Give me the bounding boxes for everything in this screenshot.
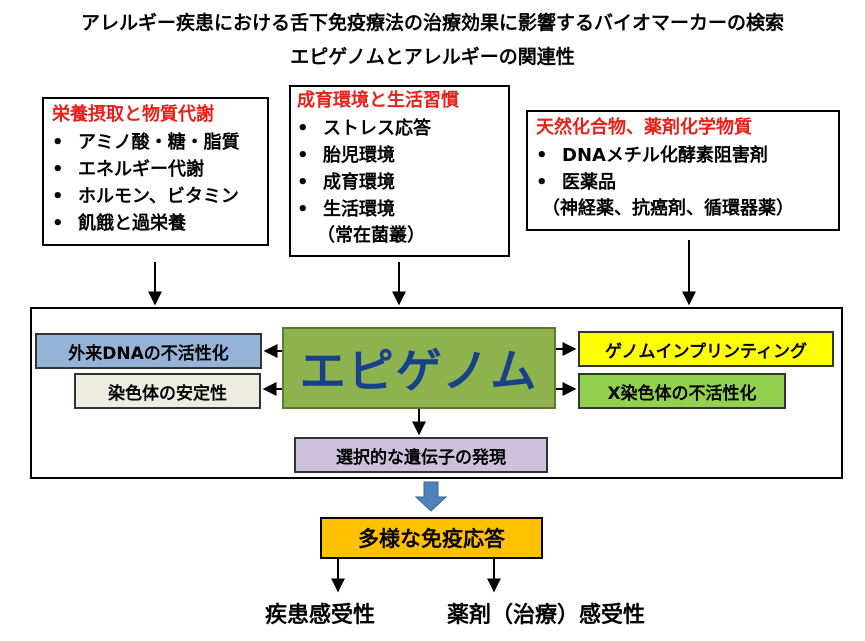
bullet-icon: • xyxy=(52,186,64,207)
list-item-text: 成育環境 xyxy=(323,172,395,193)
list-item-text: エネルギー代謝 xyxy=(78,159,204,180)
list-item: • 生活環境 xyxy=(297,196,502,223)
epigenome-node: エピゲノム xyxy=(282,327,556,409)
nutrition-factor-box: 栄養摂取と物質代謝 • アミノ酸・糖・脂質 • エネルギー代謝 • ホルモン、ビタミン… xyxy=(42,97,269,246)
genome-imprinting-box: ゲノムインプリンティング xyxy=(578,331,834,367)
list-item-text: 飢餓と過栄養 xyxy=(78,213,186,234)
bullet-icon: • xyxy=(297,145,309,166)
chemicals-factor-box: 天然化合物、薬剤化学物質 • DNAメチル化酵素阻害剤 • 医薬品 （神経薬、抗癌剤… xyxy=(526,110,840,231)
bullet-icon: • xyxy=(536,172,548,193)
bullet-icon: • xyxy=(297,172,309,193)
drug-susceptibility-label: 薬剤（治療）感受性 xyxy=(447,603,646,628)
list-item: • ホルモン、ビタミン xyxy=(52,183,259,210)
gene-expression-box: 選択的な遺伝子の発現 xyxy=(294,437,548,473)
list-item: • 胎児環境 xyxy=(297,142,502,169)
chromosome-stability-box: 染色体の安定性 xyxy=(74,373,261,409)
list-item-text: 生活環境 xyxy=(323,199,395,220)
list-item: • DNAメチル化酵素阻害剤 xyxy=(536,142,830,169)
page-subtitle: エピゲノムとアレルギーの関連性 xyxy=(290,46,575,68)
list-item-text: DNAメチル化酵素阻害剤 xyxy=(562,145,768,166)
page-title: アレルギー疾患における舌下免疫療法の治療効果に影響するバイオマーカーの検索 xyxy=(80,12,784,34)
bullet-icon: • xyxy=(52,159,64,180)
foreign-dna-inactivation-box: 外来DNAの不活性化 xyxy=(35,333,262,369)
disease-susceptibility-label: 疾患感受性 xyxy=(265,603,376,628)
list-item: • 飢餓と過栄養 xyxy=(52,210,259,237)
immune-response-box: 多様な免疫応答 xyxy=(320,517,543,559)
list-item: • エネルギー代謝 xyxy=(52,156,259,183)
list-item: • ストレス応答 xyxy=(297,115,502,142)
bullet-icon: • xyxy=(297,118,309,139)
list-item: • 成育環境 xyxy=(297,169,502,196)
x-inactivation-box: X染色体の不活性化 xyxy=(578,373,786,409)
chemicals-heading: 天然化合物、薬剤化学物質 xyxy=(536,117,752,138)
bullet-icon: • xyxy=(52,213,64,234)
list-item-text: 胎児環境 xyxy=(323,145,395,166)
big-down-arrow xyxy=(414,481,448,512)
environment-heading: 成育環境と生活習慣 xyxy=(297,90,459,111)
list-item: • 医薬品 xyxy=(536,169,830,196)
nutrition-heading: 栄養摂取と物質代謝 xyxy=(52,104,214,125)
list-item: • アミノ酸・糖・脂質 xyxy=(52,129,259,156)
environment-factor-box: 成育環境と生活習慣 • ストレス応答 • 胎児環境 • 成育環境 • 生活環境 （常在菌… xyxy=(289,85,510,257)
bullet-icon: • xyxy=(536,145,548,166)
bullet-icon: • xyxy=(52,132,64,153)
list-item-text: アミノ酸・糖・脂質 xyxy=(78,132,240,153)
chemicals-note: （神経薬、抗癌剤、循環器薬） xyxy=(542,198,794,219)
list-item-text: ストレス応答 xyxy=(323,118,431,139)
bullet-icon: • xyxy=(297,199,309,220)
epigenome-frame xyxy=(30,307,843,479)
environment-note: （常在菌叢） xyxy=(317,225,425,246)
list-item-text: 医薬品 xyxy=(562,172,616,193)
list-item-text: ホルモン、ビタミン xyxy=(78,186,239,207)
